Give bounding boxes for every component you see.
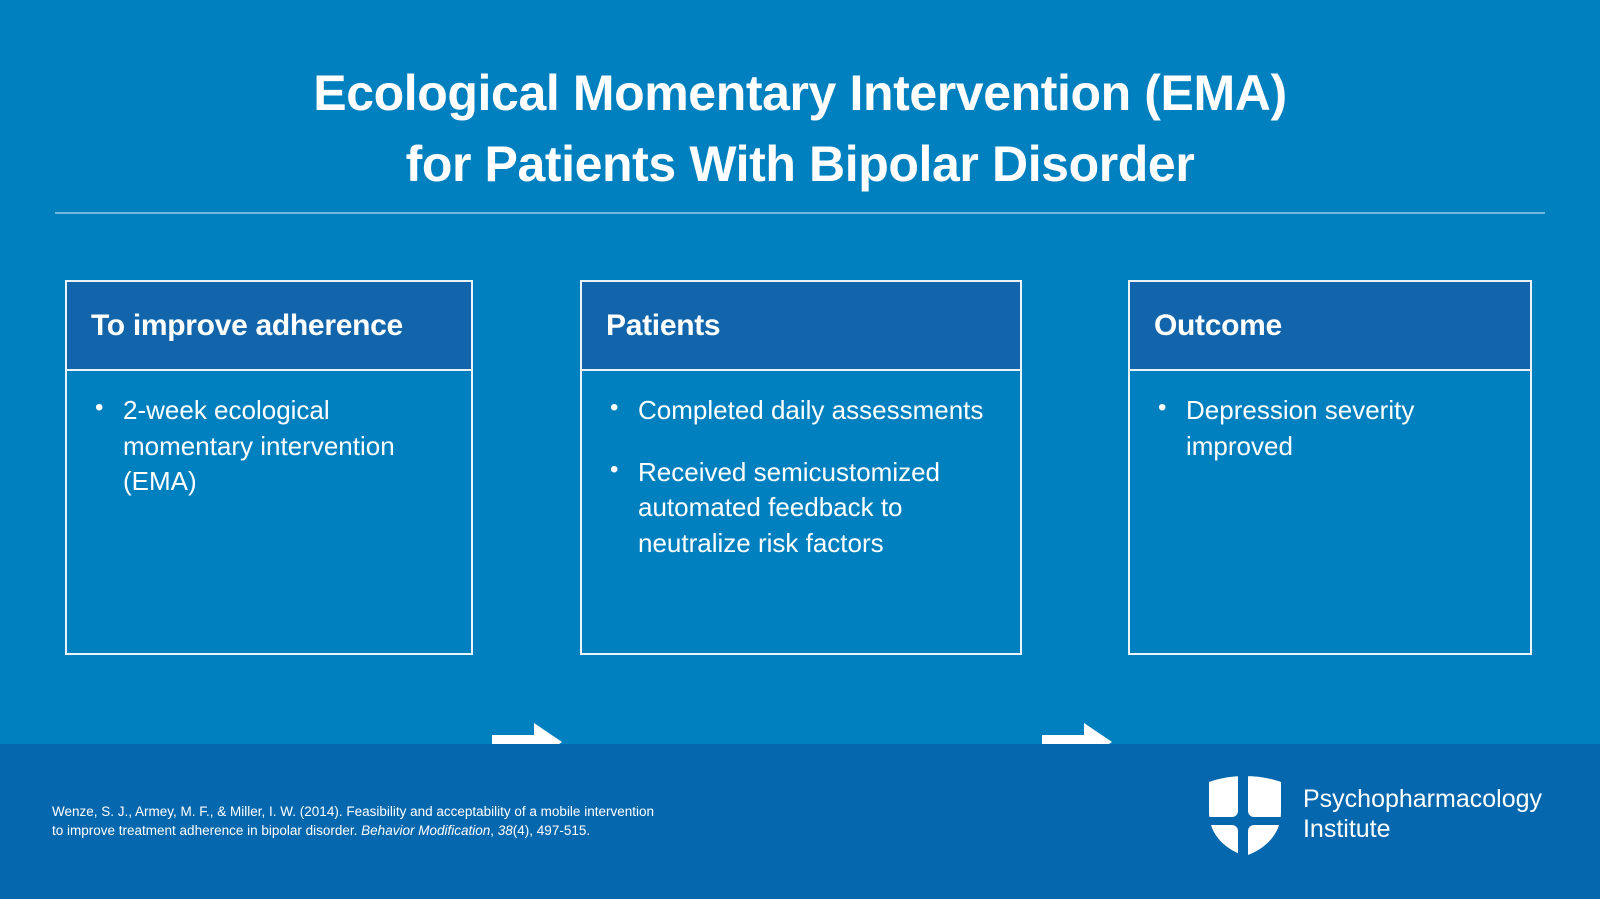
list-item: Depression severity improved	[1150, 392, 1512, 464]
citation-line-2-prefix: to improve treatment adherence in bipola…	[52, 823, 362, 839]
bullet-list: Completed daily assessments Received sem…	[602, 392, 1002, 562]
flow-diagram: To improve adherence 2-week ecological m…	[0, 280, 1600, 761]
flow-box-header: To improve adherence	[67, 282, 471, 371]
citation-journal: Behavior Modification	[361, 823, 491, 839]
citation-separator: ,	[490, 823, 498, 839]
flow-box-body: Depression severity improved	[1130, 371, 1530, 464]
flow-box-header-label: Outcome	[1154, 309, 1282, 342]
page-title: Ecological Momentary Intervention (EMA) …	[0, 58, 1600, 200]
brand-logo: Psychopharmacology Institute	[1205, 772, 1542, 856]
citation-line-1: Wenze, S. J., Armey, M. F., & Miller, I.…	[52, 804, 654, 819]
list-item: Received semicustomized automated feedba…	[602, 454, 1002, 562]
citation-line-2-suffix: (4), 497-515.	[512, 823, 591, 839]
flow-box-body: Completed daily assessments Received sem…	[582, 371, 1020, 561]
title-line-2: for Patients With Bipolar Disorder	[405, 136, 1195, 192]
brand-name-line-2: Institute	[1302, 815, 1391, 843]
flow-box-body: 2-week ecological momentary intervention…	[67, 371, 471, 500]
flow-box-patients: Patients Completed daily assessments Rec…	[580, 280, 1022, 655]
flow-box-header-label: Patients	[606, 309, 721, 342]
footer-band: Wenze, S. J., Armey, M. F., & Miller, I.…	[0, 744, 1600, 899]
flow-box-to-improve-adherence: To improve adherence 2-week ecological m…	[65, 280, 473, 655]
citation: Wenze, S. J., Armey, M. F., & Miller, I.…	[52, 802, 752, 840]
flow-box-header-label: To improve adherence	[91, 309, 403, 342]
bullet-list: Depression severity improved	[1150, 392, 1512, 464]
bullet-list: 2-week ecological momentary intervention…	[87, 392, 453, 500]
flow-box-outcome: Outcome Depression severity improved	[1128, 280, 1532, 655]
flow-box-header: Patients	[582, 282, 1020, 371]
list-item: Completed daily assessments	[602, 392, 1002, 429]
title-line-1: Ecological Momentary Intervention (EMA)	[313, 65, 1287, 121]
title-divider	[55, 212, 1545, 214]
brand-name-line-1: Psychopharmacology	[1302, 784, 1542, 813]
citation-volume: 38	[497, 823, 513, 839]
list-item: 2-week ecological momentary intervention…	[87, 392, 453, 500]
flow-box-header: Outcome	[1130, 282, 1530, 371]
shield-cross-icon	[1208, 776, 1281, 856]
brand-name: Psychopharmacology Institute	[1303, 784, 1542, 845]
